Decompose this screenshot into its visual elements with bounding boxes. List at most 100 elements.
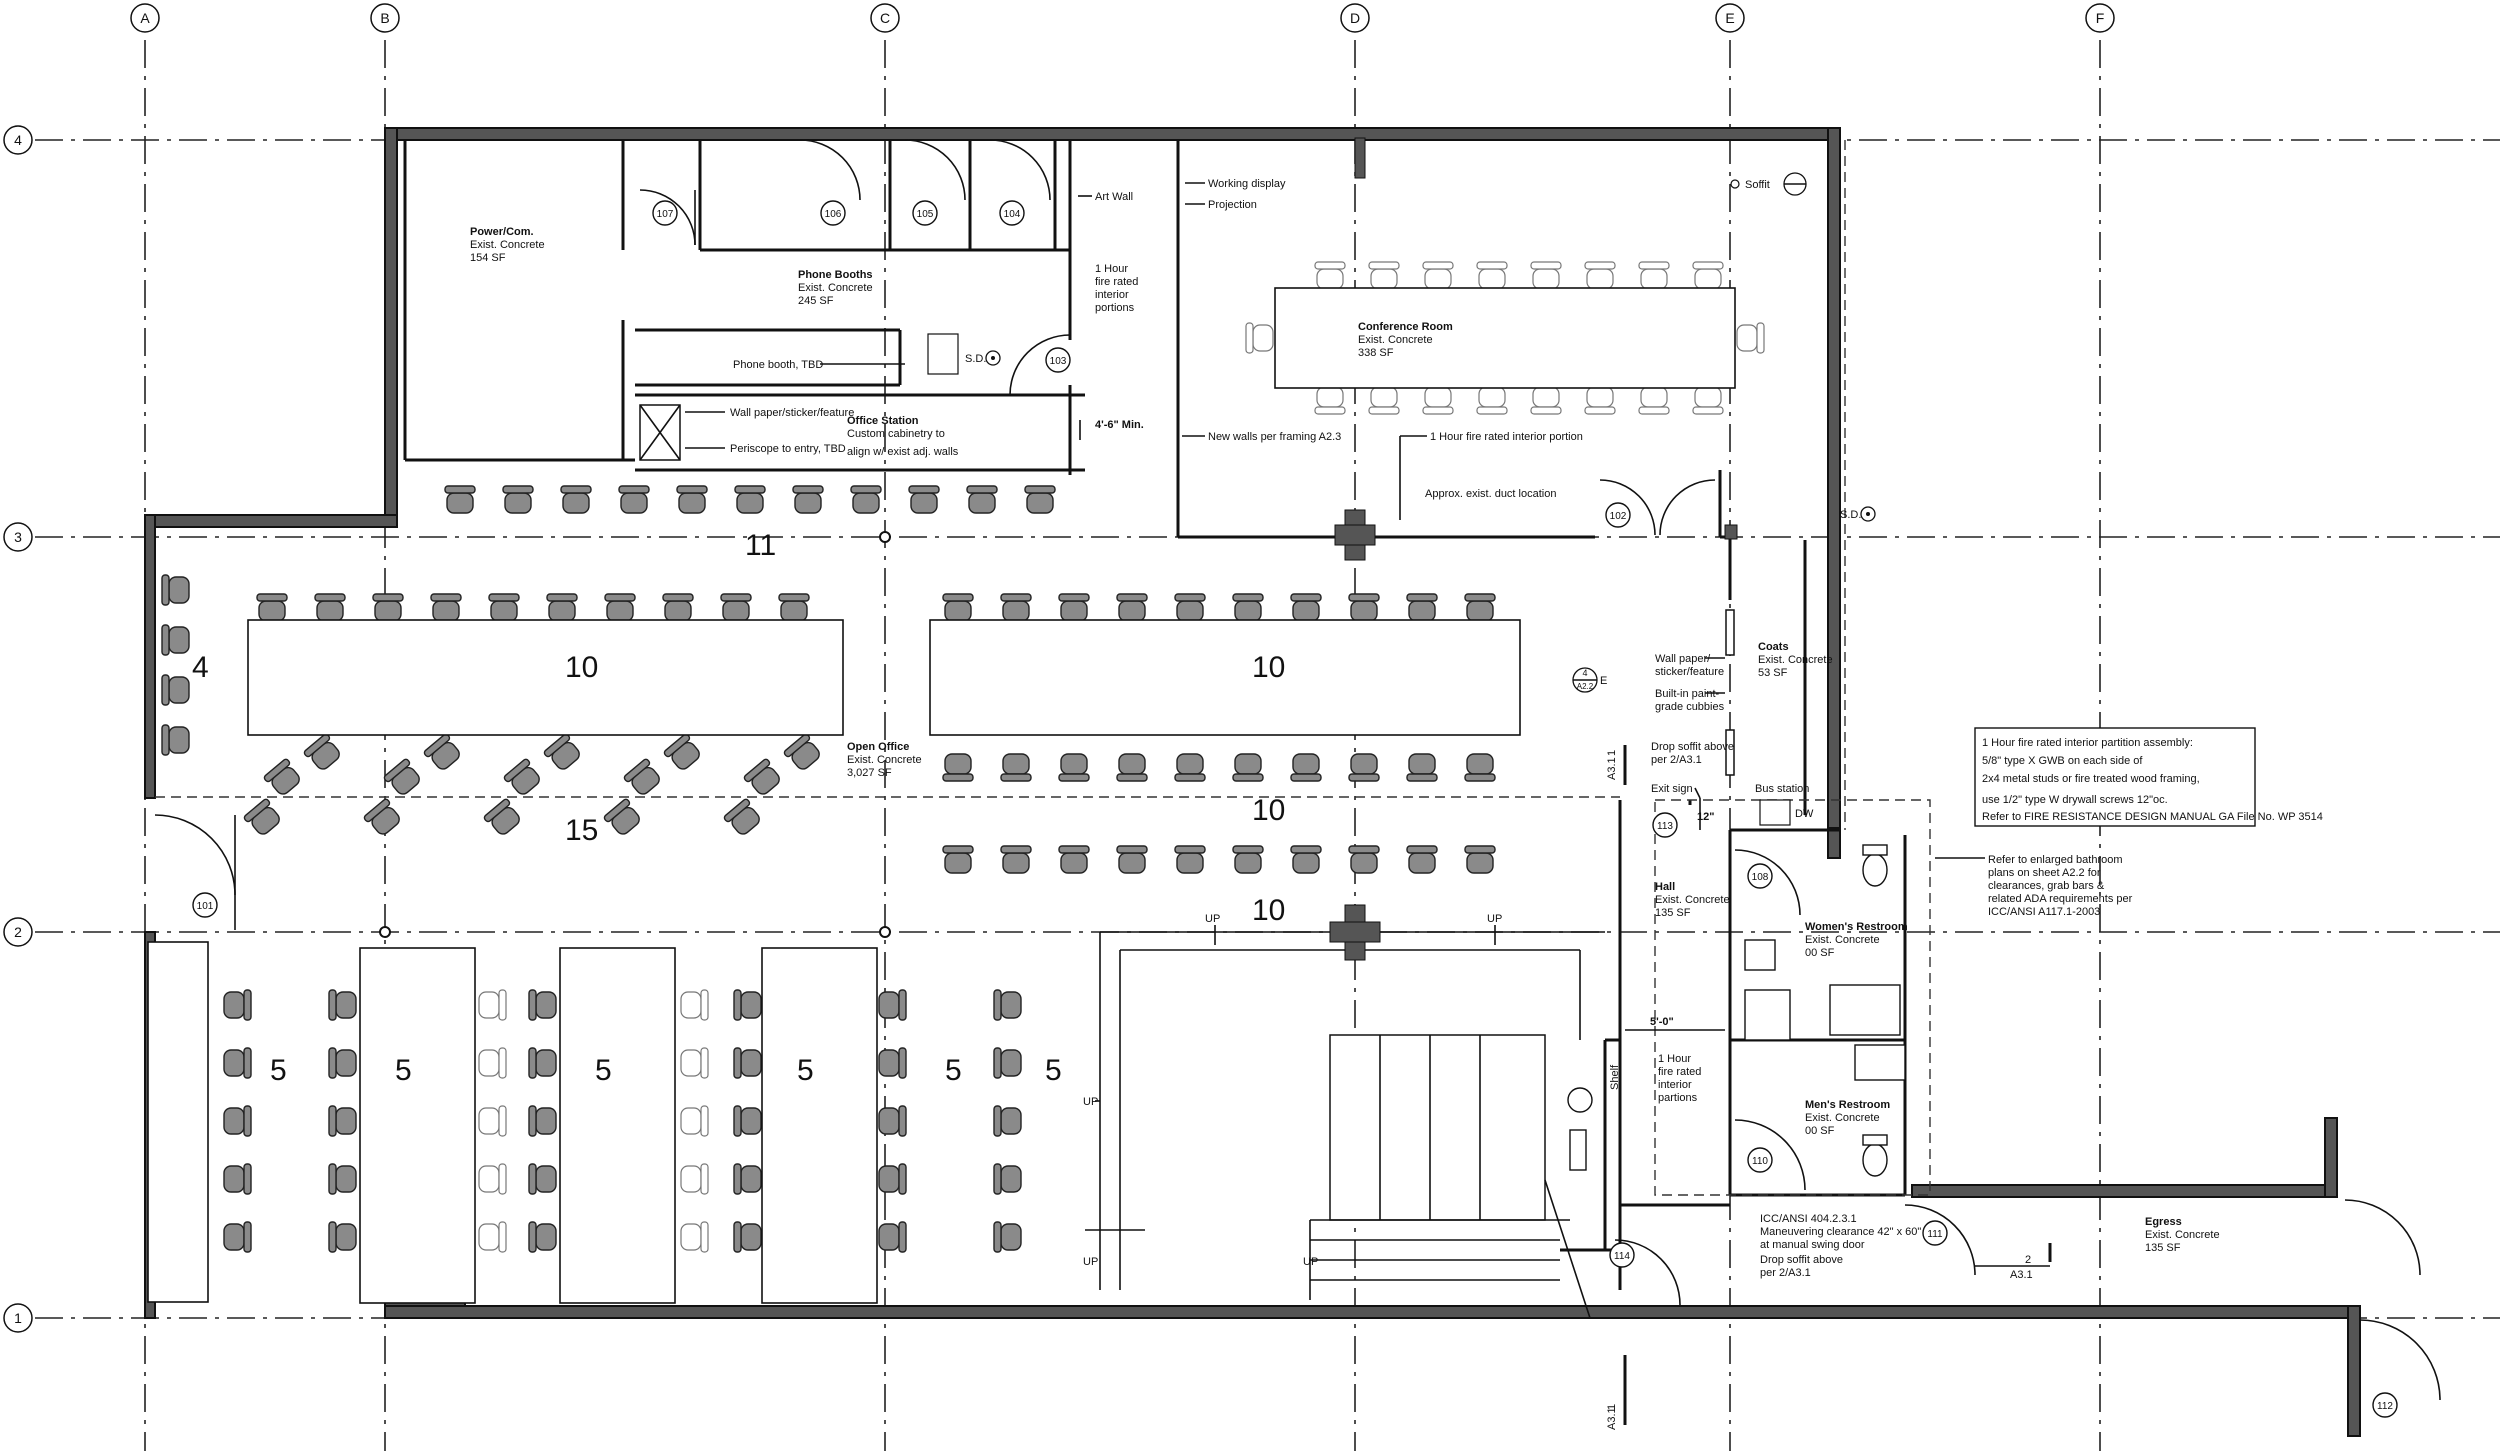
svg-text:Phone booth, TBD: Phone booth, TBD (733, 359, 823, 371)
door-tag-label: 104 (1004, 209, 1021, 220)
svg-text:Power/Com.: Power/Com. (470, 226, 534, 238)
svg-text:53 SF: 53 SF (1758, 667, 1788, 679)
svg-text:Custom cabinetry to: Custom cabinetry to (847, 428, 945, 440)
svg-text:135 SF: 135 SF (2145, 1242, 2181, 1254)
chair (623, 758, 660, 795)
chair (942, 753, 974, 782)
svg-text:Maneuvering clearance 42" x 60: Maneuvering clearance 42" x 60" (1760, 1226, 1921, 1238)
room-label-open-office: Open Office Exist. Concrete 3,027 SF (847, 741, 922, 779)
grid-column-bubble-d: D (1340, 3, 1370, 33)
chair (680, 1047, 709, 1079)
chair (363, 798, 400, 835)
room-label-phone-booths: Phone Booths Exist. Concrete 245 SF (798, 269, 873, 307)
svg-text:Approx. exist. duct location: Approx. exist. duct location (1425, 488, 1556, 500)
chair (1116, 753, 1148, 782)
chair (942, 593, 974, 622)
svg-text:partions: partions (1658, 1092, 1698, 1104)
door-tag: 102 (1605, 502, 1631, 528)
chair (478, 1163, 507, 1195)
chair (680, 989, 709, 1021)
chair (1348, 593, 1380, 622)
chair (1406, 845, 1438, 874)
svg-text:S.D.: S.D. (965, 353, 986, 365)
chair (1530, 261, 1562, 290)
room-label-coats: Coats Exist. Concrete 53 SF (1758, 641, 1833, 679)
grid-row-bubble-2: 2 (3, 917, 33, 947)
svg-text:UP: UP (1205, 913, 1220, 925)
svg-text:Hall: Hall (1655, 881, 1675, 893)
chair (878, 1221, 907, 1253)
seat-count-5: 5 (595, 1054, 612, 1087)
svg-text:Exist. Concrete: Exist. Concrete (1758, 654, 1833, 666)
svg-text:grade cubbies: grade cubbies (1655, 701, 1725, 713)
chair (1290, 593, 1322, 622)
svg-text:Exist. Concrete: Exist. Concrete (847, 754, 922, 766)
svg-text:2x4 metal studs or fire treate: 2x4 metal studs or fire treated wood fra… (1982, 773, 2200, 785)
chair (878, 1047, 907, 1079)
svg-text:portions: portions (1095, 302, 1135, 314)
chair (161, 674, 190, 706)
svg-text:at manual swing door: at manual swing door (1760, 1239, 1865, 1251)
chair (223, 1221, 252, 1253)
chair (528, 1221, 557, 1253)
svg-text:A: A (140, 10, 150, 26)
door-tag: 101 (192, 892, 218, 918)
chair (743, 758, 780, 795)
chair (680, 1163, 709, 1195)
svg-text:Exist. Concrete: Exist. Concrete (470, 239, 545, 251)
svg-text:B: B (380, 10, 389, 26)
chair (1584, 261, 1616, 290)
seat-count-10: 10 (1252, 794, 1285, 827)
seat-count-11: 11 (745, 529, 776, 562)
chair (1692, 261, 1724, 290)
chair (483, 798, 520, 835)
svg-text:00 SF: 00 SF (1805, 1125, 1835, 1137)
chair (1232, 845, 1264, 874)
chair (503, 758, 540, 795)
svg-text:1 Hour: 1 Hour (1095, 263, 1128, 275)
chair (792, 485, 824, 514)
svg-text:Drop soffit above: Drop soffit above (1651, 741, 1734, 753)
structural-columns (379, 137, 1738, 961)
chair (878, 1163, 907, 1195)
svg-text:245 SF: 245 SF (798, 295, 834, 307)
chair (1174, 593, 1206, 622)
chair (372, 593, 404, 622)
periscope-box (639, 404, 681, 461)
door-tag: 108 (1747, 863, 1773, 889)
chair (1000, 593, 1032, 622)
svg-text:1 Hour fire rated interior par: 1 Hour fire rated interior partition ass… (1982, 737, 2193, 749)
chair (528, 989, 557, 1021)
chair (1476, 261, 1508, 290)
door-tag-label: 101 (197, 901, 214, 912)
svg-text:per 2/A3.1: per 2/A3.1 (1760, 1267, 1811, 1279)
chair (1406, 753, 1438, 782)
chair (1368, 261, 1400, 290)
svg-text:align w/ exist adj. walls: align w/ exist adj. walls (847, 446, 959, 458)
chair (223, 989, 252, 1021)
svg-text:5'-0": 5'-0" (1650, 1016, 1674, 1028)
svg-text:D: D (1350, 10, 1360, 26)
notes: Art Wall 1 Hour fire rated interior port… (685, 172, 2133, 1430)
svg-text:Working display: Working display (1208, 178, 1286, 190)
chair (1348, 753, 1380, 782)
chair (328, 1105, 357, 1137)
door-tag-label: 102 (1610, 511, 1627, 522)
chair (1174, 753, 1206, 782)
chair (1116, 845, 1148, 874)
chair (618, 485, 650, 514)
svg-text:Exist. Concrete: Exist. Concrete (1655, 894, 1730, 906)
svg-text:Men's Restroom: Men's Restroom (1805, 1099, 1890, 1111)
svg-text:UP: UP (1487, 913, 1502, 925)
svg-text:interior: interior (1095, 289, 1129, 301)
svg-text:4: 4 (14, 132, 22, 148)
door-tag: 111 (1922, 1220, 1948, 1246)
chair (603, 798, 640, 835)
chair (850, 485, 882, 514)
chair (478, 1047, 507, 1079)
svg-text:DW: DW (1795, 808, 1814, 820)
door-tag: 107 (652, 200, 678, 226)
chair (528, 1047, 557, 1079)
chair (723, 798, 760, 835)
chair (488, 593, 520, 622)
